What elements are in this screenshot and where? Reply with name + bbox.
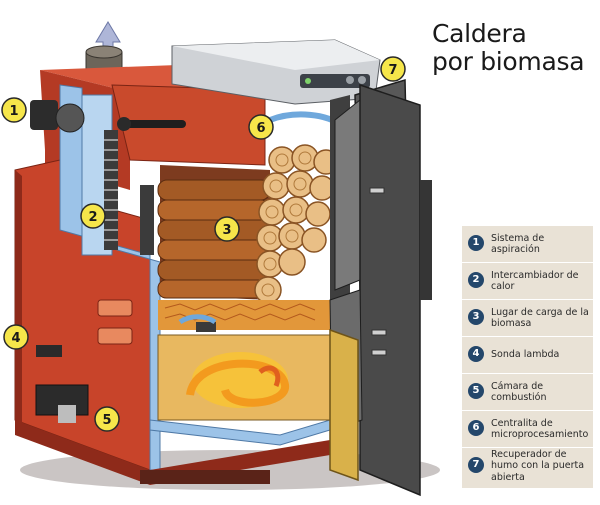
control-panel-top — [172, 40, 380, 70]
flue-gas-arrow-2 — [178, 314, 217, 325]
callout-6: 6 — [248, 114, 274, 140]
legend-badge: 1 — [468, 235, 484, 251]
wood-log-ends — [254, 144, 339, 304]
legend-label: Centralita de microprocesamiento — [491, 417, 589, 441]
svg-text:1: 1 — [9, 104, 18, 119]
callout-4: 4 — [3, 324, 29, 350]
diagram-title: Caldera por biomasa — [432, 20, 597, 76]
legend-badge: 7 — [468, 457, 484, 473]
callout-5: 5 — [94, 406, 120, 432]
heat-exchanger-coil-2 — [140, 185, 154, 255]
legend-badge: 3 — [468, 309, 484, 325]
svg-text:5: 5 — [102, 413, 111, 428]
insulation-bottom — [149, 419, 331, 446]
svg-text:2: 2 — [88, 210, 97, 225]
legend-item-5: 5 Cámara de combustión — [462, 374, 593, 411]
legend-badge: 2 — [468, 272, 484, 288]
callout-2: 2 — [80, 203, 106, 229]
pipe — [120, 120, 186, 128]
legend-badge: 5 — [468, 383, 484, 399]
callout-1: 1 — [1, 97, 27, 123]
legend-label: Intercambiador de calor — [491, 269, 579, 293]
lambda-sensor — [36, 345, 62, 357]
svg-text:7: 7 — [388, 63, 397, 78]
callout-7: 7 — [380, 56, 406, 82]
legs — [140, 470, 270, 484]
coil-rings — [104, 139, 118, 241]
fan-motor — [55, 103, 85, 133]
fan-housing — [30, 100, 58, 130]
title-line-1: Caldera — [432, 19, 527, 48]
legend-badge: 4 — [468, 346, 484, 362]
door-hinges — [369, 187, 387, 356]
legend-label: Sistema de aspiración — [491, 232, 545, 256]
title-line-2: por biomasa — [432, 47, 585, 76]
grate — [196, 322, 216, 332]
wood-log-rings — [261, 151, 312, 297]
legend-item-7: 7 Recuperador de humo con la puerta abie… — [462, 448, 593, 484]
legend-label: Lugar de carga de la biomasa — [491, 306, 589, 330]
svg-text:4: 4 — [11, 331, 20, 346]
legend-item-6: 6 Centralita de microprocesamiento — [462, 411, 593, 448]
svg-text:3: 3 — [222, 223, 231, 238]
left-casing-edge — [15, 170, 22, 424]
legend-label: Recuperador de humo con la puerta abiert… — [491, 448, 585, 483]
callout-3: 3 — [214, 216, 240, 242]
wood-logs — [157, 179, 271, 299]
control-panel-led — [305, 78, 311, 84]
legend-item-1: 1 Sistema de aspiración — [462, 226, 593, 263]
side-vents — [97, 299, 133, 345]
legend-item-3: 3 Lugar de carga de la biomasa — [462, 300, 593, 337]
right-door-edge — [420, 180, 432, 300]
flame-swirl — [186, 359, 289, 407]
flue-gas-arrow — [268, 111, 342, 127]
ash-drawer-handle — [58, 405, 76, 423]
ash-door — [329, 328, 359, 482]
legend-badge: 6 — [468, 420, 484, 436]
flame-swirl-2 — [258, 365, 281, 387]
legend-panel: 1 Sistema de aspiración 2 Intercambiador… — [462, 226, 593, 488]
svg-text:6: 6 — [256, 121, 265, 136]
legend-label: Cámara de combustión — [491, 380, 547, 404]
control-panel-knob-2 — [358, 76, 366, 84]
pipe-valve — [117, 117, 131, 131]
chimney-top — [85, 45, 123, 59]
legend-label: Sonda lambda — [491, 349, 560, 361]
legend-item-4: 4 Sonda lambda — [462, 337, 593, 374]
right-door — [359, 83, 421, 497]
upper-door-inner — [334, 98, 361, 291]
legend-item-2: 2 Intercambiador de calor — [462, 263, 593, 300]
control-panel-knob-1 — [346, 76, 354, 84]
